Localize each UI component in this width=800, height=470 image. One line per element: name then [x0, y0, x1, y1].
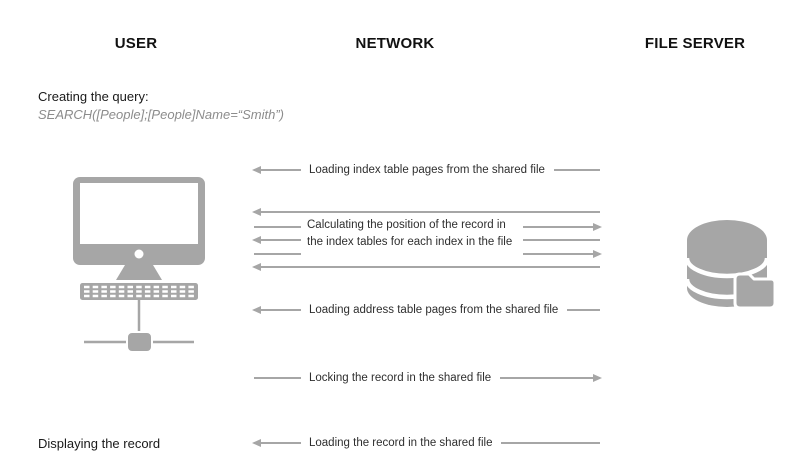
arrowhead-left-icon: [252, 262, 261, 271]
message-row-locking-record: Locking the record in the shared file: [254, 370, 602, 386]
arrowhead-left-icon: [252, 439, 261, 447]
arrow-line: [254, 377, 301, 379]
arrow-to-user: [252, 306, 301, 314]
arrow-line: [553, 169, 600, 171]
folder-icon: [733, 272, 777, 310]
message-label: Locking the record in the shared file: [309, 372, 492, 384]
message-label-line1: Calculating the position of the record i…: [307, 219, 506, 231]
message-row-loading-record: Loading the record in the shared file: [252, 435, 600, 451]
arrowhead-right-icon: [593, 249, 602, 258]
column-header-network: NETWORK: [355, 35, 435, 52]
arrowhead-left-icon: [252, 207, 261, 216]
arrow-to-server: [523, 222, 602, 231]
arrow-line: [501, 442, 600, 444]
arrow-to-user: [252, 439, 301, 447]
message-label: Loading the record in the shared file: [309, 437, 493, 449]
message-label-line2: the index tables for each index in the f…: [307, 236, 513, 248]
arrow-line: [254, 226, 301, 228]
file-server-icon: [686, 220, 777, 310]
arrow-to-user: [252, 207, 600, 216]
arrow-to-user: [252, 235, 301, 244]
arrow-line: [523, 239, 600, 241]
arrow-to-server: [500, 374, 602, 382]
message-label: Calculating the position of the record i…: [307, 217, 512, 251]
arrow-to-user: [252, 166, 301, 174]
database-separator: [686, 257, 770, 279]
arrowhead-left-icon: [252, 235, 261, 244]
arrowhead-left-icon: [252, 306, 261, 314]
query-code: SEARCH([People];[People]Name=“Smith”): [38, 107, 285, 122]
arrowhead-right-icon: [593, 374, 602, 382]
arrow-line: [567, 309, 600, 311]
message-label: Loading address table pages from the sha…: [309, 304, 559, 316]
column-header-user: USER: [114, 35, 158, 52]
arrowhead-right-icon: [593, 222, 602, 231]
arrow-to-user: [252, 262, 600, 271]
monitor-button: [134, 249, 144, 259]
arrow-line: [254, 253, 301, 255]
status-displaying-record: Displaying the record: [38, 436, 161, 451]
arrowhead-left-icon: [252, 166, 261, 174]
monitor-stand: [116, 265, 162, 280]
network-node: [126, 331, 153, 353]
column-header-file-server: FILE SERVER: [644, 35, 746, 52]
monitor-screen: [80, 183, 198, 244]
arrow-to-server: [523, 249, 602, 258]
message-label: Loading index table pages from the share…: [309, 164, 545, 176]
message-row-loading-index-pages: Loading index table pages from the share…: [252, 162, 600, 178]
query-title: Creating the query:: [38, 89, 149, 104]
query-block: Creating the query: SEARCH([People];[Peo…: [38, 88, 284, 124]
message-row-loading-address-pages: Loading address table pages from the sha…: [252, 302, 600, 318]
desktop-computer-icon: [73, 177, 205, 353]
